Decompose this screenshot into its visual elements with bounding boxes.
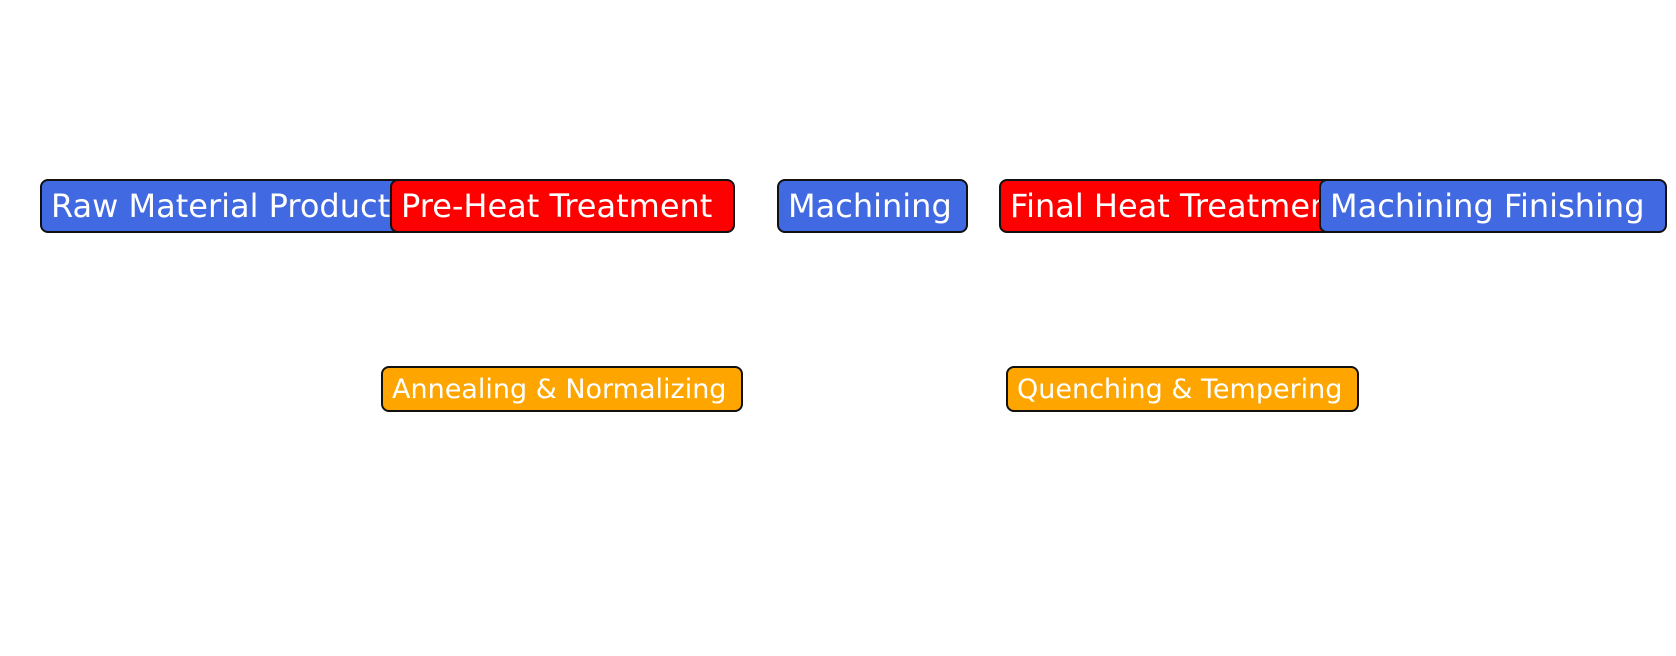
- method-annealing-normalizing: Annealing & Normalizing: [381, 366, 743, 412]
- stage-final-heat-treatment: Final Heat Treatment: [999, 179, 1358, 233]
- stage-pre-heat-treatment: Pre-Heat Treatment: [390, 179, 735, 233]
- method-quenching-tempering: Quenching & Tempering: [1006, 366, 1359, 412]
- method-label: Quenching & Tempering: [1017, 373, 1343, 405]
- stage-label: Raw Material Production: [51, 187, 439, 225]
- stage-label: Pre-Heat Treatment: [401, 187, 713, 225]
- stage-label: Final Heat Treatment: [1010, 187, 1343, 225]
- stage-label: Machining: [788, 187, 952, 225]
- stage-machining-finishing: Machining Finishing: [1319, 179, 1667, 233]
- method-label: Annealing & Normalizing: [392, 373, 727, 405]
- stage-label: Machining Finishing: [1330, 187, 1645, 225]
- stage-machining: Machining: [777, 179, 968, 233]
